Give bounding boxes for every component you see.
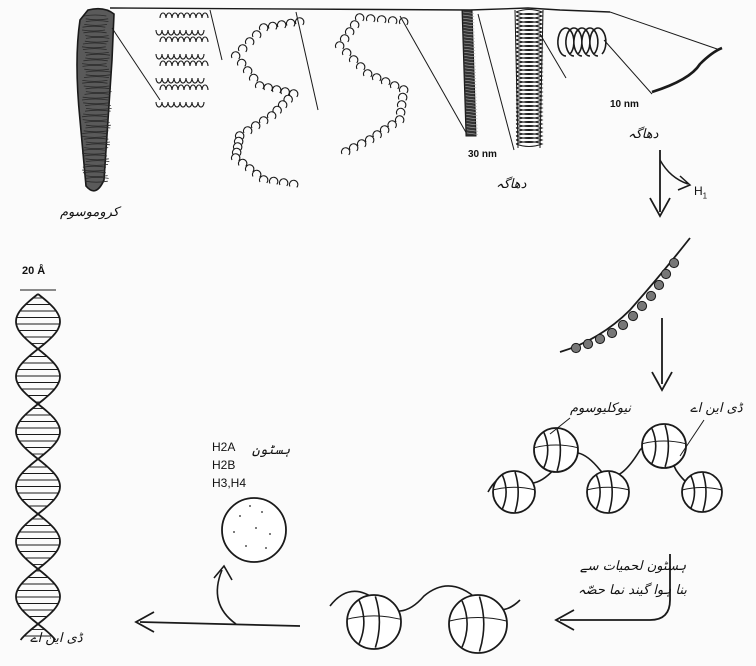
nucleosome-bead [669, 258, 678, 267]
fiber-10nm-coil [558, 28, 606, 56]
octamer-speckle [233, 531, 235, 533]
nucleosome-bead [654, 280, 663, 289]
nucleosome-bead [661, 269, 670, 278]
fiber-30nm-label: 30 nm [468, 150, 497, 160]
arrow-shaft [140, 622, 300, 626]
nucleosome-core [347, 595, 401, 649]
histone-h2b-label: H2B [212, 458, 235, 472]
nucleosome-core [534, 428, 578, 472]
zoom-line [400, 16, 468, 136]
histone-h3h4-label: H3,H4 [212, 476, 246, 490]
octamer-speckle [239, 515, 241, 517]
nucleosome-bead [628, 311, 637, 320]
nucleosome-bead [646, 291, 655, 300]
nucleosome-bead [637, 301, 646, 310]
nucleosome-core [587, 471, 629, 513]
nucleosome-core [449, 595, 507, 653]
zoom-line [540, 34, 566, 78]
octamer-speckle [265, 547, 267, 549]
nucleosome-bead [571, 343, 580, 352]
fiber-10nm-label: 10 nm [610, 100, 639, 110]
octamer-speckle [249, 505, 251, 507]
looped-domain-path [231, 18, 303, 188]
zoom-line [610, 12, 720, 50]
nucleosome-bead [595, 334, 604, 343]
zoom-line [296, 12, 318, 110]
beads-string [560, 238, 690, 352]
looped-domain-coil [231, 18, 303, 188]
nucleosome-bead [583, 339, 592, 348]
dna-double-helix [16, 294, 60, 640]
octamer-speckle [245, 545, 247, 547]
fiber-10nm-urdu-label: دھاگہ [628, 128, 658, 141]
octamer-speckle [269, 533, 271, 535]
nucleosome-array [493, 424, 722, 513]
dna-label-right: ڈی این اے [690, 402, 743, 415]
zoom-line [604, 40, 652, 94]
nucleosome-core [682, 472, 722, 512]
solenoid-turns [516, 10, 542, 147]
zoom-line [210, 10, 222, 60]
nucleosome-core [642, 424, 686, 468]
histone-label: ہسٹون [252, 444, 290, 457]
helix-width-label: 20 Å [22, 266, 45, 277]
histone-release-arrow [214, 566, 236, 624]
nucleosome-label: نیوکلیوسوم [570, 402, 631, 415]
open-coil-path [558, 28, 606, 56]
dna-label-bottom: ڈی این اے [30, 632, 83, 645]
zoom-line [478, 14, 514, 150]
zoom-line [112, 28, 160, 100]
nucleosome-pair [347, 595, 507, 653]
histone-octamer [222, 498, 286, 562]
solenoid-coil [515, 10, 543, 149]
histone-h2a-label: H2A [212, 440, 235, 454]
fiber-30nm-urdu-label: دھاگہ [496, 178, 526, 191]
histone-removal-label-2: بنا ہوا گیند نما حصّہ [578, 584, 687, 597]
h1-branch-arrow [660, 160, 690, 190]
looped-domain-coil [335, 14, 407, 155]
fiber-10nm-strand [652, 48, 722, 92]
chromosome-label: کروموسوم [60, 206, 119, 219]
histone-removal-label-1: ہسٹون لحمیات سے [580, 560, 686, 573]
nucleosome-core [493, 471, 535, 513]
looped-domain-path [335, 14, 407, 155]
nucleosome-bead [607, 328, 616, 337]
condensed-loop-path [156, 13, 208, 107]
nucleosome-bead [618, 320, 627, 329]
h1-label: H1 [694, 184, 707, 203]
octamer-speckle [261, 511, 263, 513]
octamer-speckle [255, 527, 257, 529]
condensed-loop-coil [156, 13, 208, 107]
